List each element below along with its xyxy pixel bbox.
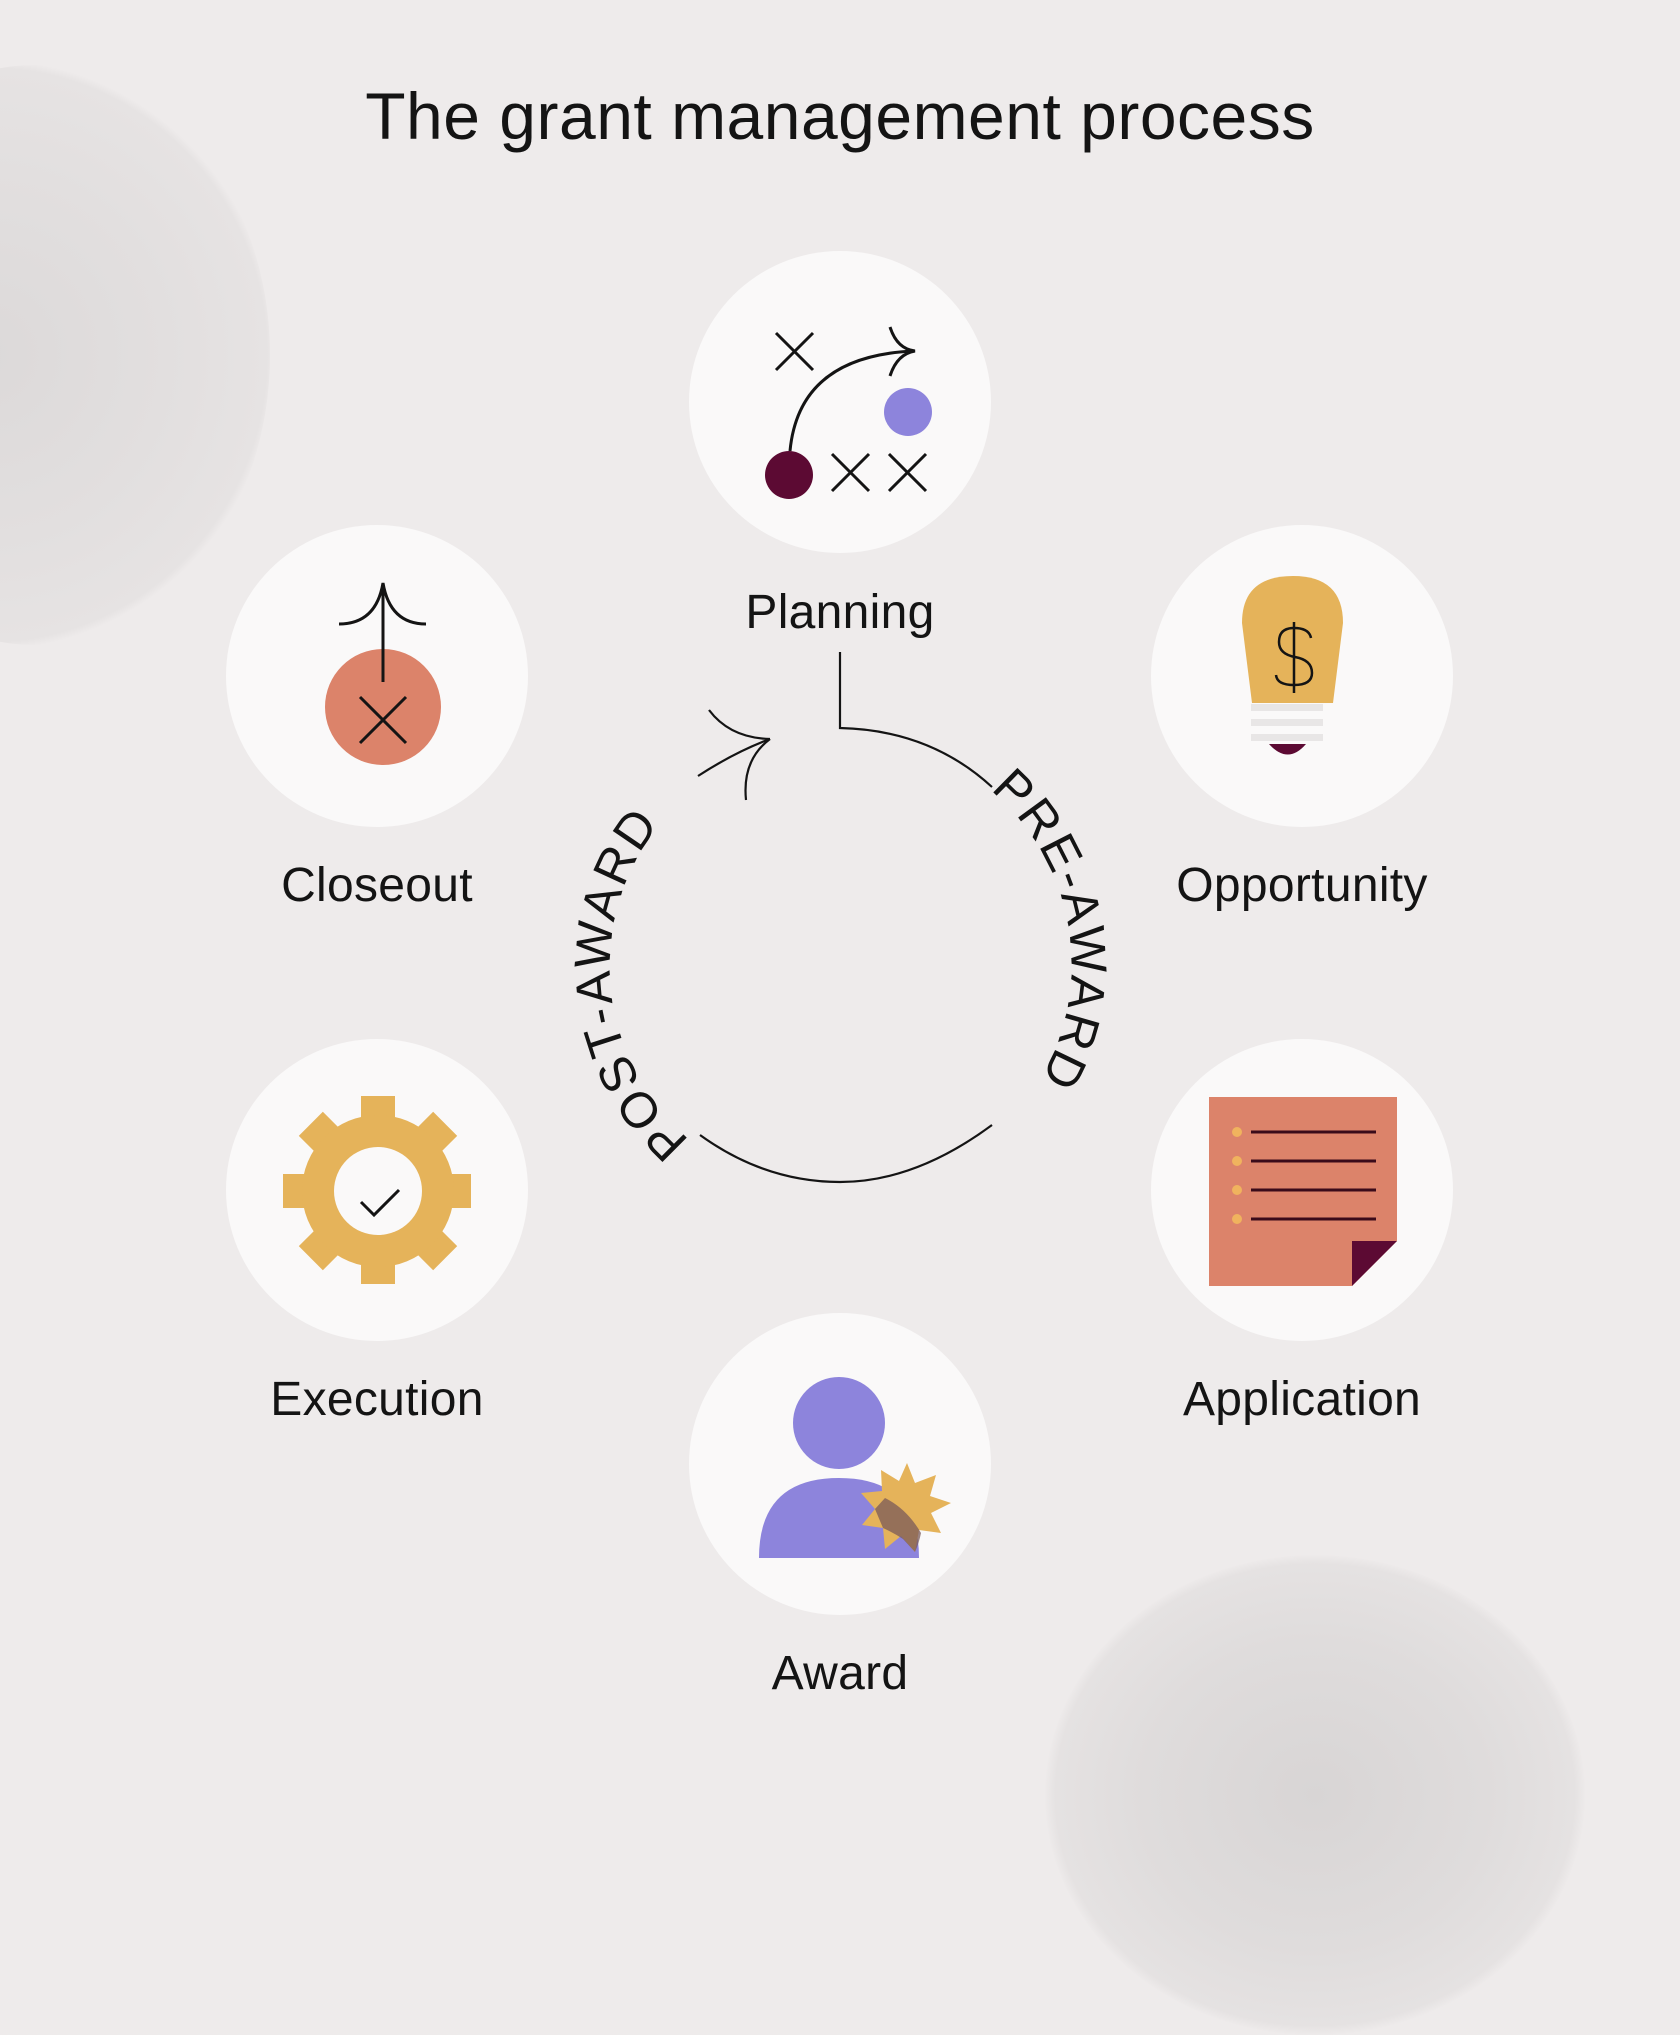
cycle-arrowhead-icon: [708, 709, 771, 801]
stage-closeout-label: Closeout: [281, 859, 473, 912]
circle-x-arrow-icon: [325, 582, 441, 765]
post-award-label: POST-AWARD: [564, 797, 695, 1173]
stage-award-label: Award: [771, 1647, 909, 1700]
gear-check-icon: [283, 1096, 471, 1284]
stage-execution-label: Execution: [270, 1373, 484, 1426]
stage-opportunity-label: Opportunity: [1176, 859, 1428, 912]
lightbulb-dollar-icon: [1242, 576, 1343, 755]
svg-text:PRE-AWARD: PRE-AWARD: [983, 757, 1117, 1100]
stage-planning-circle: [689, 251, 991, 553]
stage-award-circle: [689, 1313, 991, 1615]
stage-closeout-circle: [226, 525, 528, 827]
stage-planning-label: Planning: [745, 586, 935, 639]
play-diagram-icon: [765, 326, 932, 499]
pre-award-label: PRE-AWARD: [983, 757, 1115, 1100]
document-list-icon: [1209, 1097, 1397, 1286]
planning-connector-line: [838, 652, 993, 788]
cycle-arrow-line: [697, 737, 771, 777]
stage-execution-circle: [226, 1039, 528, 1341]
stage-application-label: Application: [1182, 1373, 1422, 1426]
stage-opportunity-circle: [1151, 525, 1453, 827]
cycle-bottom-arc: [699, 1124, 993, 1184]
stage-application-circle: [1151, 1039, 1453, 1341]
person-badge-icon: [759, 1377, 951, 1558]
page-title: The grant management process: [365, 79, 1315, 153]
svg-text:POST-AWARD: POST-AWARD: [564, 797, 697, 1173]
marble-texture-bottom-right: [1045, 1555, 1585, 2035]
